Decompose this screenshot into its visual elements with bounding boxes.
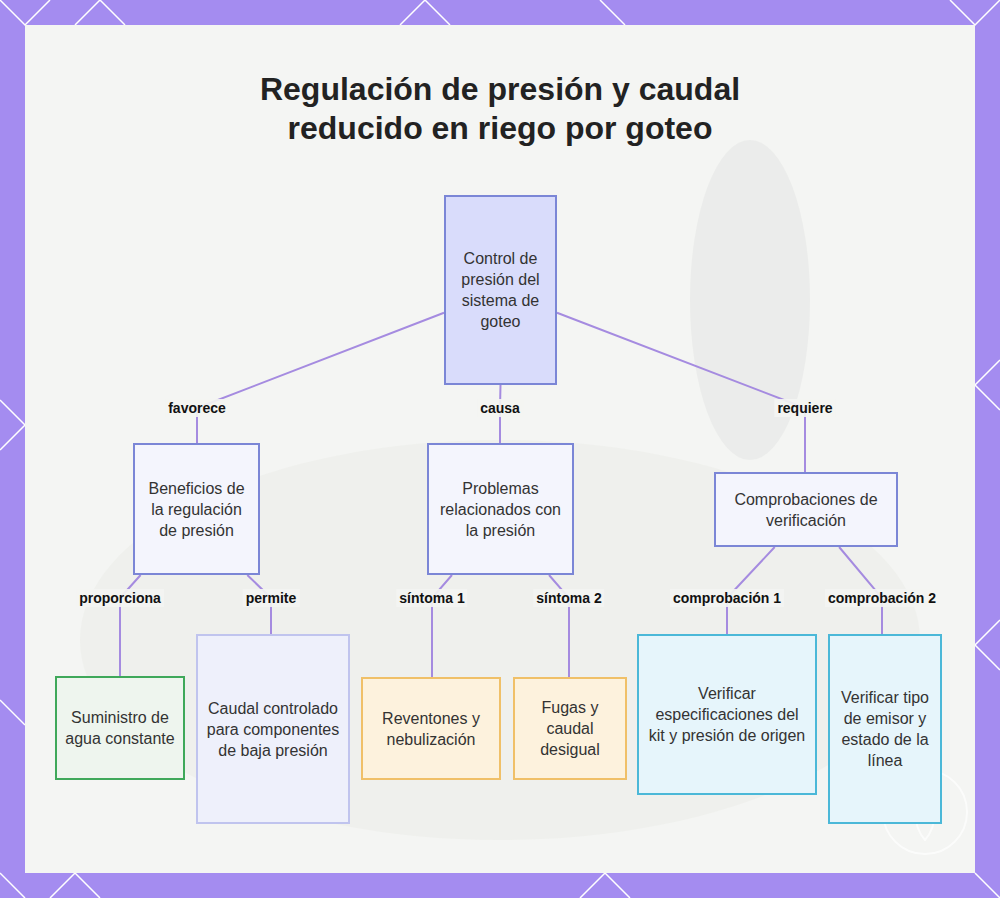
edge-label: comprobación 2 [825,589,939,607]
leaf-box: Caudal controlado para componentes de ba… [196,634,350,824]
node-label: Suministro de agua constante [65,707,175,749]
leaf-box: Suministro de agua constante [55,676,185,780]
edge-label: síntoma 1 [396,589,467,607]
panel [25,25,975,873]
leaf-box: Fugas y caudal desigual [513,677,627,780]
node-label: Verificar tipo de emisor y estado de la … [838,687,932,771]
node-label: Beneficios de la regulación de presión [143,478,250,541]
node-label: Comprobaciones de verificación [724,489,888,531]
edge-label: favorece [165,399,229,417]
category-box: Problemas relacionados con la presión [427,443,574,575]
edge-label: permite [243,589,300,607]
edge-label: proporciona [76,589,164,607]
background-blur [80,440,920,840]
leaf-box: Verificar especificaciones del kit y pre… [637,634,817,795]
edge-label: comprobación 1 [670,589,784,607]
category-box: Beneficios de la regulación de presión [133,443,260,575]
leaf-box: Reventones y nebulización [361,677,501,780]
edge-label: causa [477,399,523,417]
root-box: Control de presión del sistema de goteo [444,195,557,385]
connector-line [197,313,444,443]
node-label: Problemas relacionados con la presión [437,478,564,541]
node-label: Control de presión del sistema de goteo [454,248,547,332]
leaf-box: Verificar tipo de emisor y estado de la … [828,634,942,824]
connector-line [557,313,805,472]
edge-label: síntoma 2 [533,589,604,607]
diagram-title: Regulación de presión y caudal reducido … [200,70,800,148]
node-label: Fugas y caudal desigual [523,697,617,760]
node-label: Reventones y nebulización [371,708,491,750]
node-label: Caudal controlado para componentes de ba… [206,698,340,761]
category-box: Comprobaciones de verificación [714,472,898,547]
node-label: Verificar especificaciones del kit y pre… [647,683,807,746]
edge-label: requiere [774,399,835,417]
